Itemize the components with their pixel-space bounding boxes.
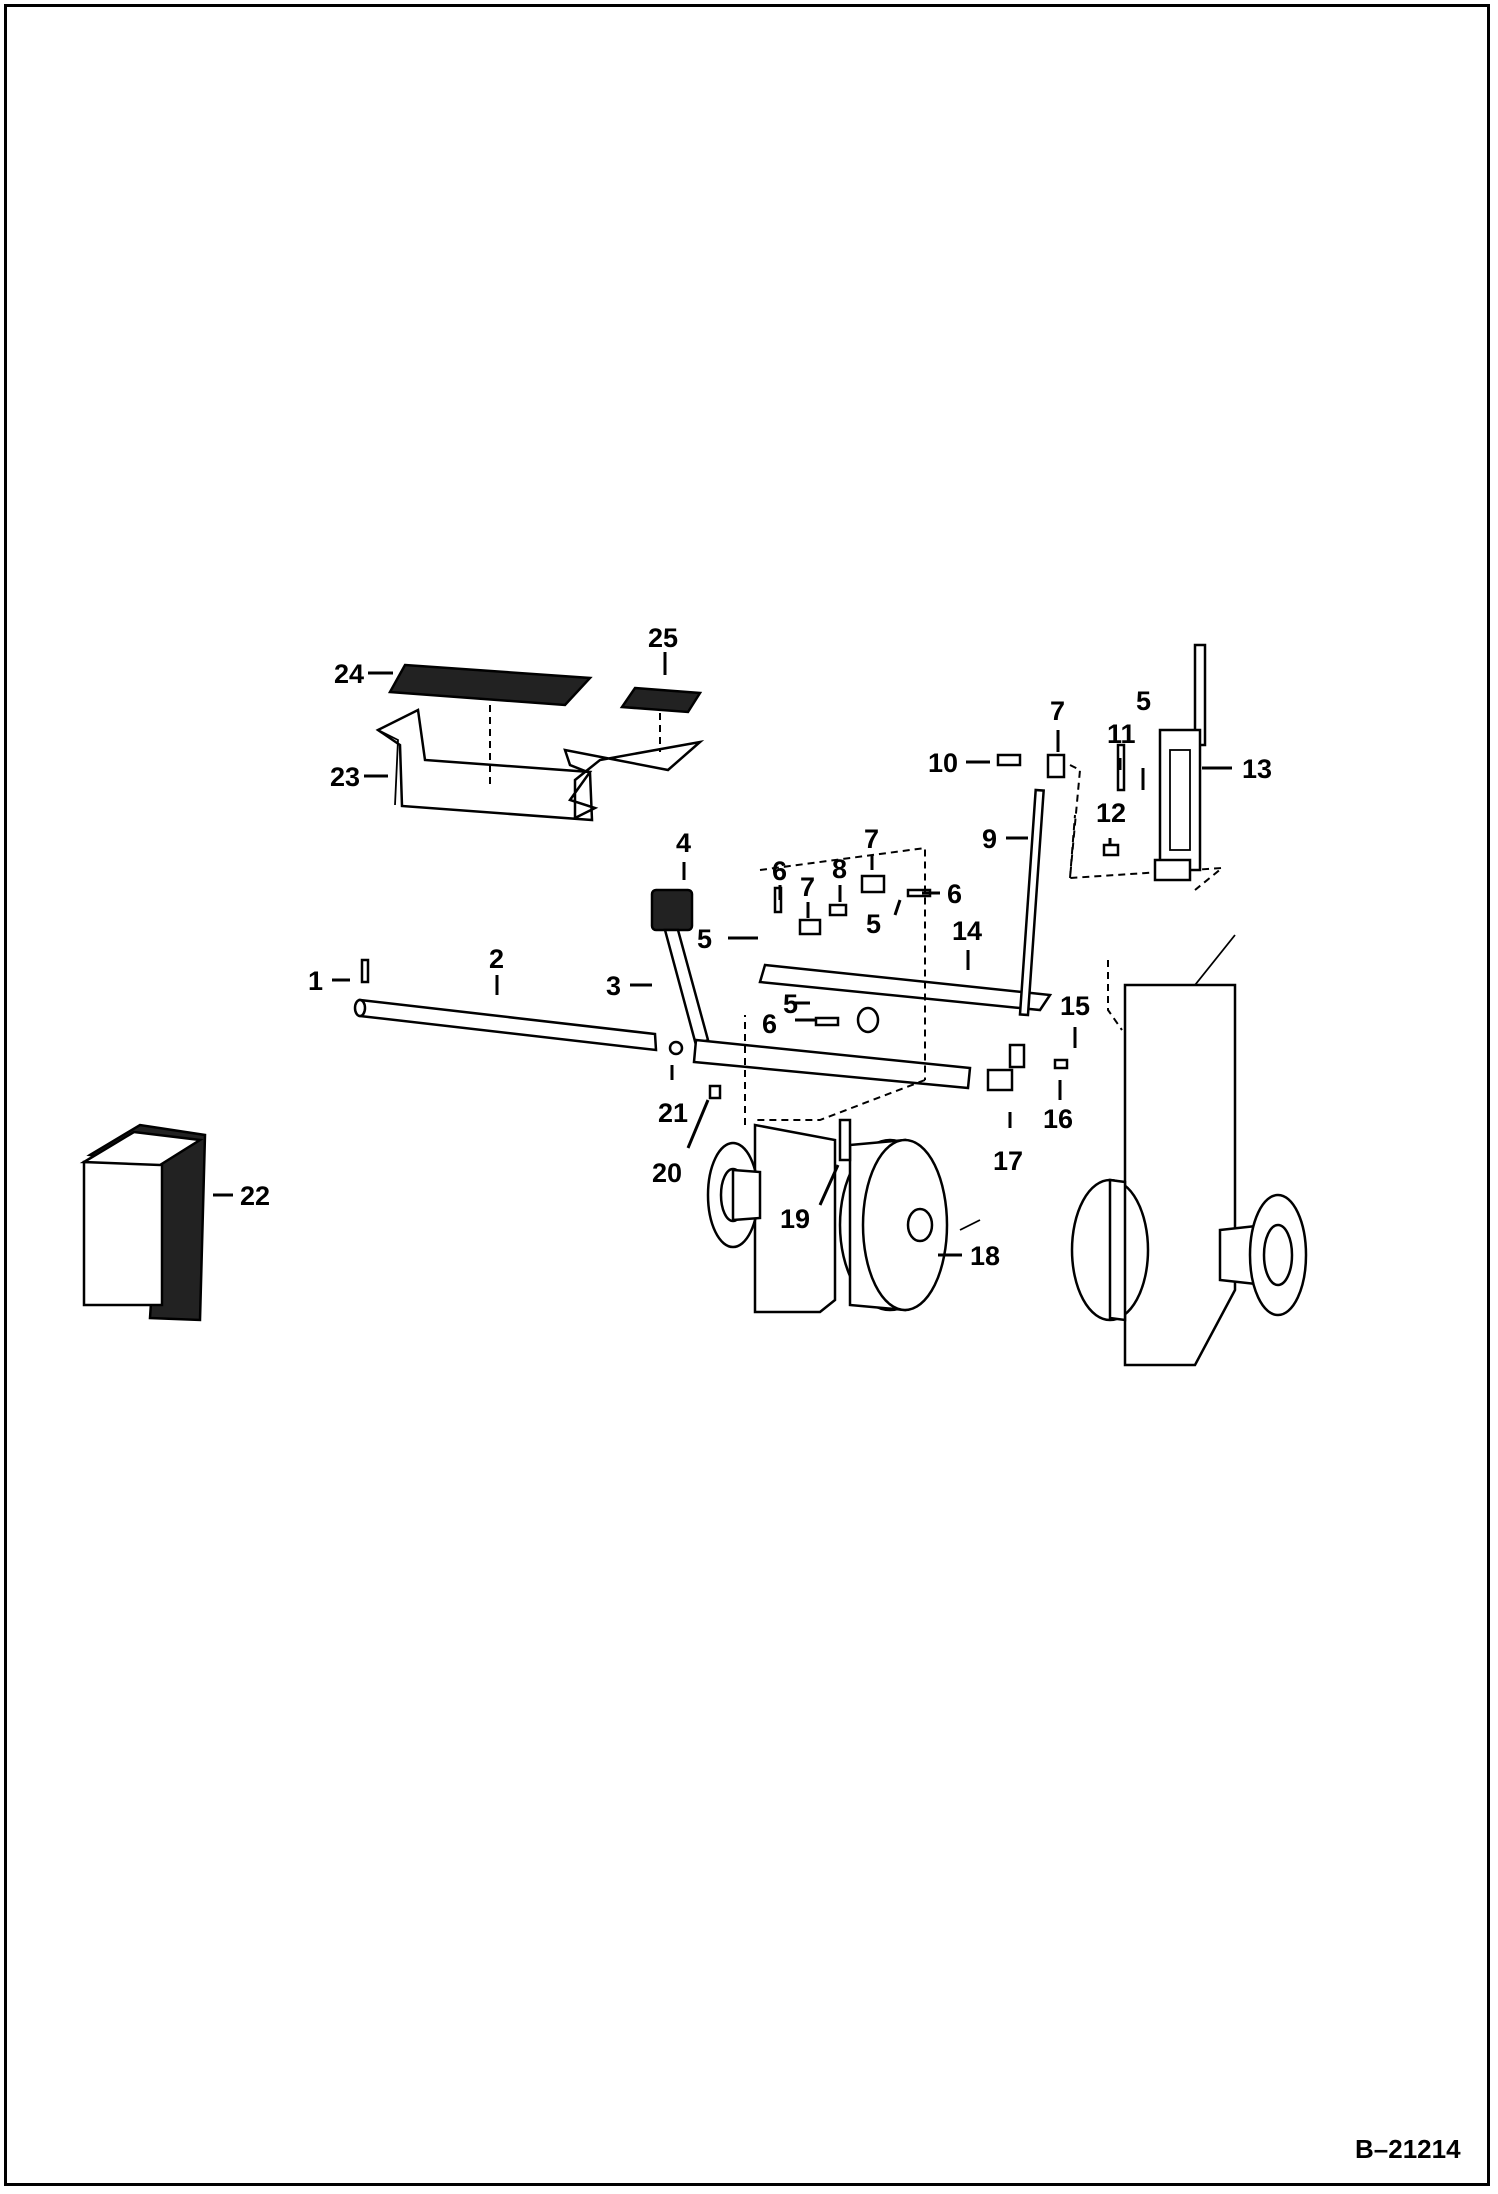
callout-8: 8	[832, 854, 847, 884]
callout-12: 12	[1096, 798, 1126, 828]
callout-5b: 5	[866, 909, 881, 939]
pedal-hub	[692, 1038, 972, 1090]
pin-10	[996, 753, 1022, 767]
mat-24	[387, 663, 593, 707]
callout-17: 17	[993, 1146, 1023, 1176]
nut-20	[708, 1084, 722, 1100]
pedal-pad-4	[650, 888, 694, 932]
washer-21	[668, 1040, 684, 1056]
callout-1: 1	[308, 966, 323, 996]
clevis-7c	[798, 918, 822, 936]
callout-5a: 5	[697, 924, 712, 954]
callout-14: 14	[952, 916, 982, 946]
left-upright	[753, 1123, 837, 1314]
callout-21: 21	[658, 1098, 688, 1128]
page-border	[4, 4, 1490, 2186]
floor-plate-assembly	[375, 663, 705, 822]
callout-7b: 7	[864, 824, 879, 854]
mat-25	[619, 686, 703, 714]
drawing-number: B–21214	[1355, 2134, 1461, 2164]
callout-4: 4	[676, 828, 691, 858]
callout-20: 20	[652, 1158, 682, 1188]
lever-base	[1153, 858, 1192, 882]
leader-lines	[213, 652, 1232, 1257]
callout-18: 18	[970, 1241, 1000, 1271]
callout-24: 24	[334, 659, 364, 689]
callout-7c: 7	[1050, 696, 1065, 726]
lever-body-13	[1158, 728, 1202, 872]
block-17	[986, 1068, 1014, 1092]
rod-9	[1018, 788, 1045, 1017]
callout-25: 25	[648, 623, 678, 653]
callout-16: 16	[1043, 1104, 1073, 1134]
clevis-7a	[1046, 753, 1066, 779]
callout-5d: 5	[1136, 686, 1151, 716]
callout-13: 13	[1242, 754, 1272, 784]
callout-11: 11	[1107, 719, 1136, 749]
tab-19	[838, 1118, 852, 1162]
right-upright	[1123, 983, 1237, 1367]
bolt-1	[360, 958, 370, 984]
box-22	[79, 1123, 207, 1322]
pin-6c	[814, 1016, 840, 1027]
bolt-12	[1102, 843, 1120, 857]
linkage-assembly	[755, 753, 1226, 1121]
callout-22: 22	[240, 1181, 270, 1211]
callout-23: 23	[330, 762, 360, 792]
callout-labels: 1 2 3 4 5 5 5 5 6 6 6 7 7 7 8 9 10 11 12…	[240, 623, 1272, 1271]
bolt-16	[1053, 1058, 1069, 1070]
frame-assembly	[744, 934, 1237, 1367]
callout-6c: 6	[762, 1009, 777, 1039]
callout-7a: 7	[800, 872, 815, 902]
callout-3: 3	[606, 971, 621, 1001]
callout-10: 10	[928, 748, 958, 778]
pedal-assembly	[353, 888, 972, 1100]
callout-9: 9	[982, 824, 997, 854]
callout-15: 15	[1060, 991, 1090, 1021]
callout-6b: 6	[947, 879, 962, 909]
hand-lever-assembly	[1102, 643, 1207, 882]
callout-19: 19	[780, 1204, 810, 1234]
callout-2: 2	[489, 944, 504, 974]
clevis-7b	[860, 874, 886, 894]
callout-6a: 6	[772, 856, 787, 886]
shaft-2	[358, 998, 658, 1052]
wheel-hub-assembly	[706, 1118, 1308, 1322]
floor-plate-23	[375, 708, 705, 822]
spring-8	[828, 903, 848, 917]
bracket-14	[758, 963, 1053, 1012]
callout-5c: 5	[783, 989, 798, 1019]
lever-15	[1008, 1043, 1026, 1069]
